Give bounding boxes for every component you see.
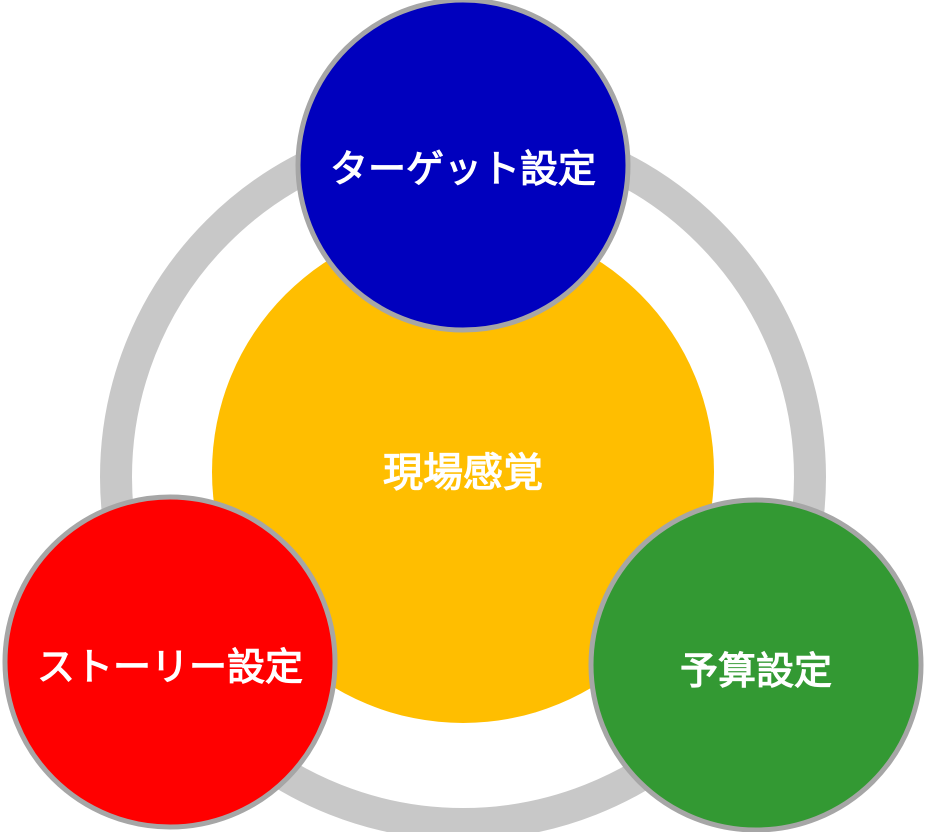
center-label: 現場感覚 <box>383 450 543 496</box>
node-story-circle <box>2 494 338 830</box>
node-budget-label: 予算設定 <box>680 649 832 693</box>
node-budget-circle <box>588 497 924 832</box>
node-story-label: ストーリー設定 <box>37 645 303 689</box>
center-circle <box>212 221 714 723</box>
node-target-circle <box>295 0 631 333</box>
node-target-label: ターゲット設定 <box>330 147 596 191</box>
